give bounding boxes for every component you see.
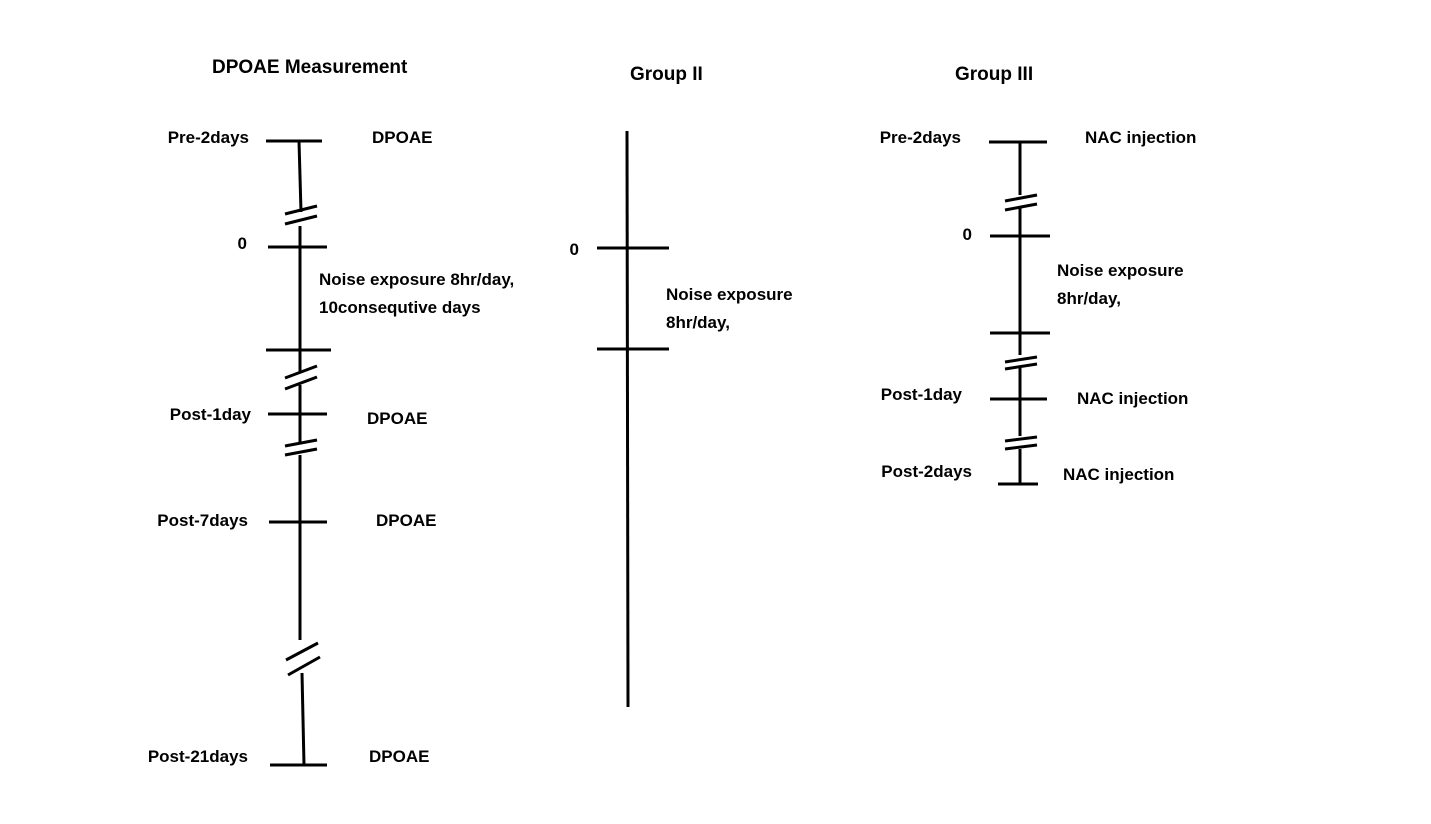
timeline-a-break-mark <box>284 214 318 226</box>
timeline-b-lines <box>597 130 669 708</box>
timeline-a-break-mark <box>285 641 319 662</box>
timeline-a-mark-label: Pre-2days <box>167 128 249 147</box>
timeline-b-mark-label: 0 <box>569 240 579 259</box>
timeline-a-event-label: Noise exposure 8hr/day, 10consequtive da… <box>319 270 515 317</box>
timeline-a-axis-segment <box>297 140 303 213</box>
timeline-a-axis-segment <box>300 672 306 766</box>
timeline-a-event-label: DPOAE <box>367 409 428 428</box>
timeline-c-break-mark <box>1004 202 1038 212</box>
timeline-c-event-label: NAC injection <box>1063 465 1175 484</box>
timeline-c-break-mark <box>1004 193 1038 203</box>
timeline-a-mark-label: Post-1day <box>169 405 251 424</box>
timeline-b-axis <box>625 130 630 708</box>
timeline-a-event-label: DPOAE <box>372 128 433 147</box>
timeline-c-mark-label: 0 <box>962 225 972 244</box>
timeline-c-break-mark <box>1004 435 1038 443</box>
timeline-a-lines <box>266 139 331 767</box>
timeline-a-event-label: DPOAE <box>369 747 430 766</box>
timeline-a-break-mark <box>284 204 318 216</box>
timeline-a-break-mark <box>287 655 321 677</box>
timeline-a-mark-label: Post-21days <box>147 747 248 766</box>
timeline-c-break-mark <box>1004 362 1038 371</box>
timeline-a-event-label: DPOAE <box>376 511 437 530</box>
timeline-c-break-mark <box>1004 443 1038 451</box>
timeline-a-break-mark <box>284 447 318 457</box>
timeline-a-mark-label: 0 <box>237 234 247 253</box>
timeline-a-break-mark <box>284 364 318 380</box>
timeline-c-event-label: NAC injection <box>1077 389 1189 408</box>
timeline-c-event-label: Noise exposure 8hr/day, <box>1057 261 1184 308</box>
timeline-c-mark-label: Pre-2days <box>879 128 961 147</box>
timeline-c-lines <box>989 140 1050 486</box>
timeline-a-break-mark <box>284 438 318 448</box>
timeline-a-mark-label: Post-7days <box>157 511 248 530</box>
timeline-c-mark-label: Post-2days <box>881 462 972 481</box>
timeline-b-title: Group II <box>630 64 703 85</box>
timeline-a-break-mark <box>284 375 318 391</box>
timeline-a-title: DPOAE Measurement <box>212 57 408 78</box>
timeline-c-mark-label: Post-1day <box>880 385 962 404</box>
timeline-c-break-mark <box>1004 355 1038 364</box>
timeline-c-event-label: NAC injection <box>1085 128 1197 147</box>
timeline-b-event-label: Noise exposure 8hr/day, <box>666 285 793 332</box>
timeline-c-title: Group III <box>955 64 1034 85</box>
